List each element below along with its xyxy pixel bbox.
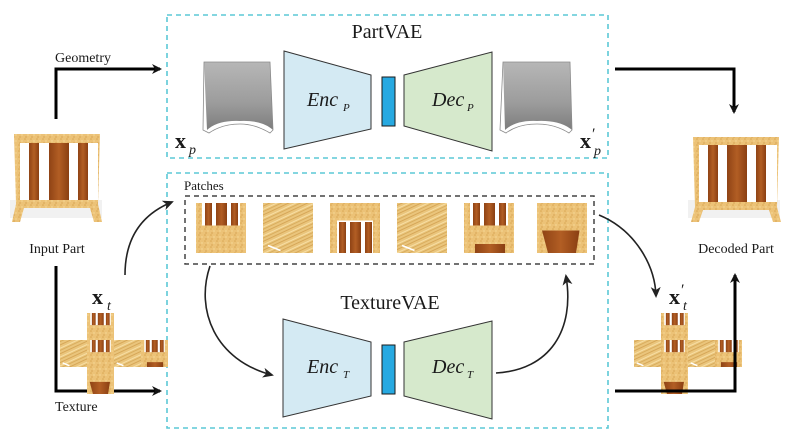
svg-text:x: x bbox=[580, 128, 591, 153]
patches-to-encoder-arrow bbox=[204, 265, 274, 378]
decoder-t-block bbox=[403, 320, 493, 420]
latent-t-block bbox=[381, 344, 396, 395]
decoder-p-block bbox=[403, 51, 493, 152]
patches-to-output-arrow bbox=[598, 214, 661, 298]
patch-slats-top bbox=[661, 340, 688, 367]
patch-base bbox=[87, 367, 114, 394]
texture-vae-title: TextureVAE bbox=[340, 292, 439, 314]
svg-text:t: t bbox=[107, 299, 112, 314]
patches-label: Patches bbox=[184, 178, 224, 193]
svg-text:x: x bbox=[669, 284, 680, 309]
input-geometry-shape bbox=[202, 61, 274, 134]
patch-grain bbox=[688, 340, 715, 367]
encoder-p-label: Enc P bbox=[306, 89, 350, 114]
input-part-label: Input Part bbox=[29, 242, 85, 257]
geometry-arrow bbox=[54, 64, 162, 119]
svg-text:′: ′ bbox=[681, 282, 685, 299]
svg-text:t: t bbox=[683, 299, 688, 314]
decoded-geometry-shape bbox=[499, 61, 573, 134]
input-texture-atlas bbox=[60, 313, 168, 394]
patch-slats-top bbox=[661, 313, 688, 340]
svg-text:p: p bbox=[188, 143, 196, 158]
encoder-t-block bbox=[282, 318, 372, 418]
decoder-p-label: Dec P bbox=[431, 89, 474, 114]
texture-vae-box bbox=[166, 172, 609, 429]
patch-slats-top bbox=[87, 340, 114, 367]
decoded-texture-atlas bbox=[634, 313, 742, 394]
input-part-image bbox=[10, 134, 102, 222]
svg-text:T: T bbox=[467, 369, 474, 381]
encoder-t-label: Enc T bbox=[306, 356, 350, 381]
texture-output-arrow bbox=[615, 273, 740, 393]
patches-box bbox=[184, 195, 595, 265]
svg-text:Enc: Enc bbox=[306, 89, 338, 111]
patch-grain bbox=[634, 340, 661, 367]
decoder-to-patches-arrow bbox=[495, 274, 573, 374]
texture-label: Texture bbox=[55, 400, 98, 415]
svg-text:P: P bbox=[342, 102, 350, 114]
patch-grain bbox=[397, 203, 447, 253]
patch-slats-top-base bbox=[141, 340, 168, 367]
part-vae-box bbox=[166, 14, 609, 159]
patch-slats-bottom bbox=[330, 203, 380, 253]
to-patches-arrow bbox=[124, 200, 174, 276]
texture-arrow bbox=[54, 266, 162, 396]
geometry-output-arrow bbox=[615, 67, 739, 114]
patch-base bbox=[537, 203, 587, 253]
latent-p-block bbox=[381, 76, 396, 127]
x-p-variable: x p bbox=[175, 128, 196, 158]
patch-slats-top bbox=[87, 313, 114, 340]
decoded-part-image bbox=[688, 137, 781, 222]
part-vae-title: PartVAE bbox=[352, 21, 423, 43]
patch-slats-top bbox=[196, 203, 246, 253]
svg-text:Dec: Dec bbox=[431, 356, 464, 378]
patch-grain bbox=[60, 340, 87, 367]
svg-text:Dec: Dec bbox=[431, 89, 464, 111]
decoded-part-label: Decoded Part bbox=[698, 242, 774, 257]
encoder-p-block bbox=[283, 50, 372, 150]
decoder-t-label: Dec T bbox=[431, 356, 474, 381]
patch-slats-top-base bbox=[715, 340, 742, 367]
svg-text:T: T bbox=[343, 369, 350, 381]
svg-text:p: p bbox=[593, 144, 601, 159]
svg-text:x: x bbox=[175, 128, 186, 153]
x-t-prime-variable: x ′ t bbox=[669, 282, 688, 314]
patch-slats-top-base bbox=[464, 203, 514, 253]
svg-text:Enc: Enc bbox=[306, 356, 338, 378]
patch-grain bbox=[263, 203, 313, 253]
patch-grain bbox=[114, 340, 141, 367]
geometry-label: Geometry bbox=[55, 51, 111, 66]
svg-text:x: x bbox=[92, 284, 103, 309]
svg-text:P: P bbox=[466, 102, 474, 114]
svg-text:′: ′ bbox=[592, 126, 596, 143]
x-p-prime-variable: x ′ p bbox=[580, 126, 601, 159]
x-t-variable: x t bbox=[92, 284, 112, 314]
patches-row bbox=[196, 203, 587, 253]
